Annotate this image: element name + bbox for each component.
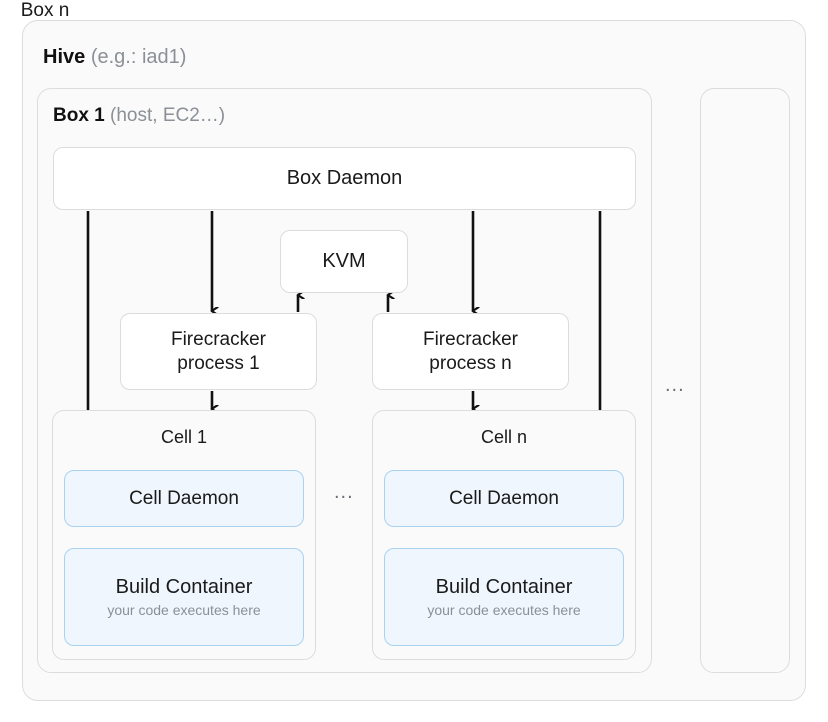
hive-title: Hive (e.g.: iad1) xyxy=(43,46,186,69)
cell-1-title: Cell 1 xyxy=(160,427,208,447)
firecracker-process-1-line2: process 1 xyxy=(177,352,260,374)
box-1-title-detail: (host, EC2…) xyxy=(110,105,226,126)
box-1-title: Box 1 (host, EC2…) xyxy=(53,105,225,127)
cell-n-build-container-node[interactable]: Build Container your code executes here xyxy=(384,548,624,646)
box-daemon-node[interactable]: Box Daemon xyxy=(53,147,636,210)
cell-n-build-container-title: Build Container xyxy=(435,576,573,599)
cell-n-cell-daemon-node[interactable]: Cell Daemon xyxy=(384,470,624,527)
box-daemon-label: Box Daemon xyxy=(286,167,403,190)
cell-1-build-container-subtitle: your code executes here xyxy=(107,602,261,619)
cell-n-build-container-subtitle: your code executes here xyxy=(427,602,581,619)
firecracker-process-n-line1: Firecracker xyxy=(422,329,518,351)
firecracker-process-1-label: Firecracker process 1 xyxy=(171,328,266,374)
box-n-title: Box n xyxy=(20,0,70,21)
kvm-label: KVM xyxy=(322,250,366,273)
box-n-panel xyxy=(700,88,790,673)
cell-1-cell-daemon-label: Cell Daemon xyxy=(129,487,239,509)
hive-title-name: Hive xyxy=(43,46,86,68)
cell-1-build-container-node[interactable]: Build Container your code executes here xyxy=(64,548,304,646)
kvm-node[interactable]: KVM xyxy=(280,230,408,293)
firecracker-process-n-line2: process n xyxy=(429,352,512,374)
cell-n-title: Cell n xyxy=(480,427,528,447)
firecracker-process-1-line1: Firecracker xyxy=(170,329,266,351)
hive-title-example: (e.g.: iad1) xyxy=(90,46,187,68)
box-1-title-name: Box 1 xyxy=(53,105,105,126)
cell-n-cell-daemon-label: Cell Daemon xyxy=(449,487,559,509)
firecracker-process-n-node[interactable]: Firecracker process n xyxy=(372,313,569,390)
firecracker-process-n-label: Firecracker process n xyxy=(423,328,518,374)
cell-1-cell-daemon-node[interactable]: Cell Daemon xyxy=(64,470,304,527)
firecracker-process-1-node[interactable]: Firecracker process 1 xyxy=(120,313,317,390)
cell-1-build-container-title: Build Container xyxy=(115,576,253,599)
cells-ellipsis: ... xyxy=(334,481,354,503)
boxes-ellipsis: ... xyxy=(665,374,685,396)
